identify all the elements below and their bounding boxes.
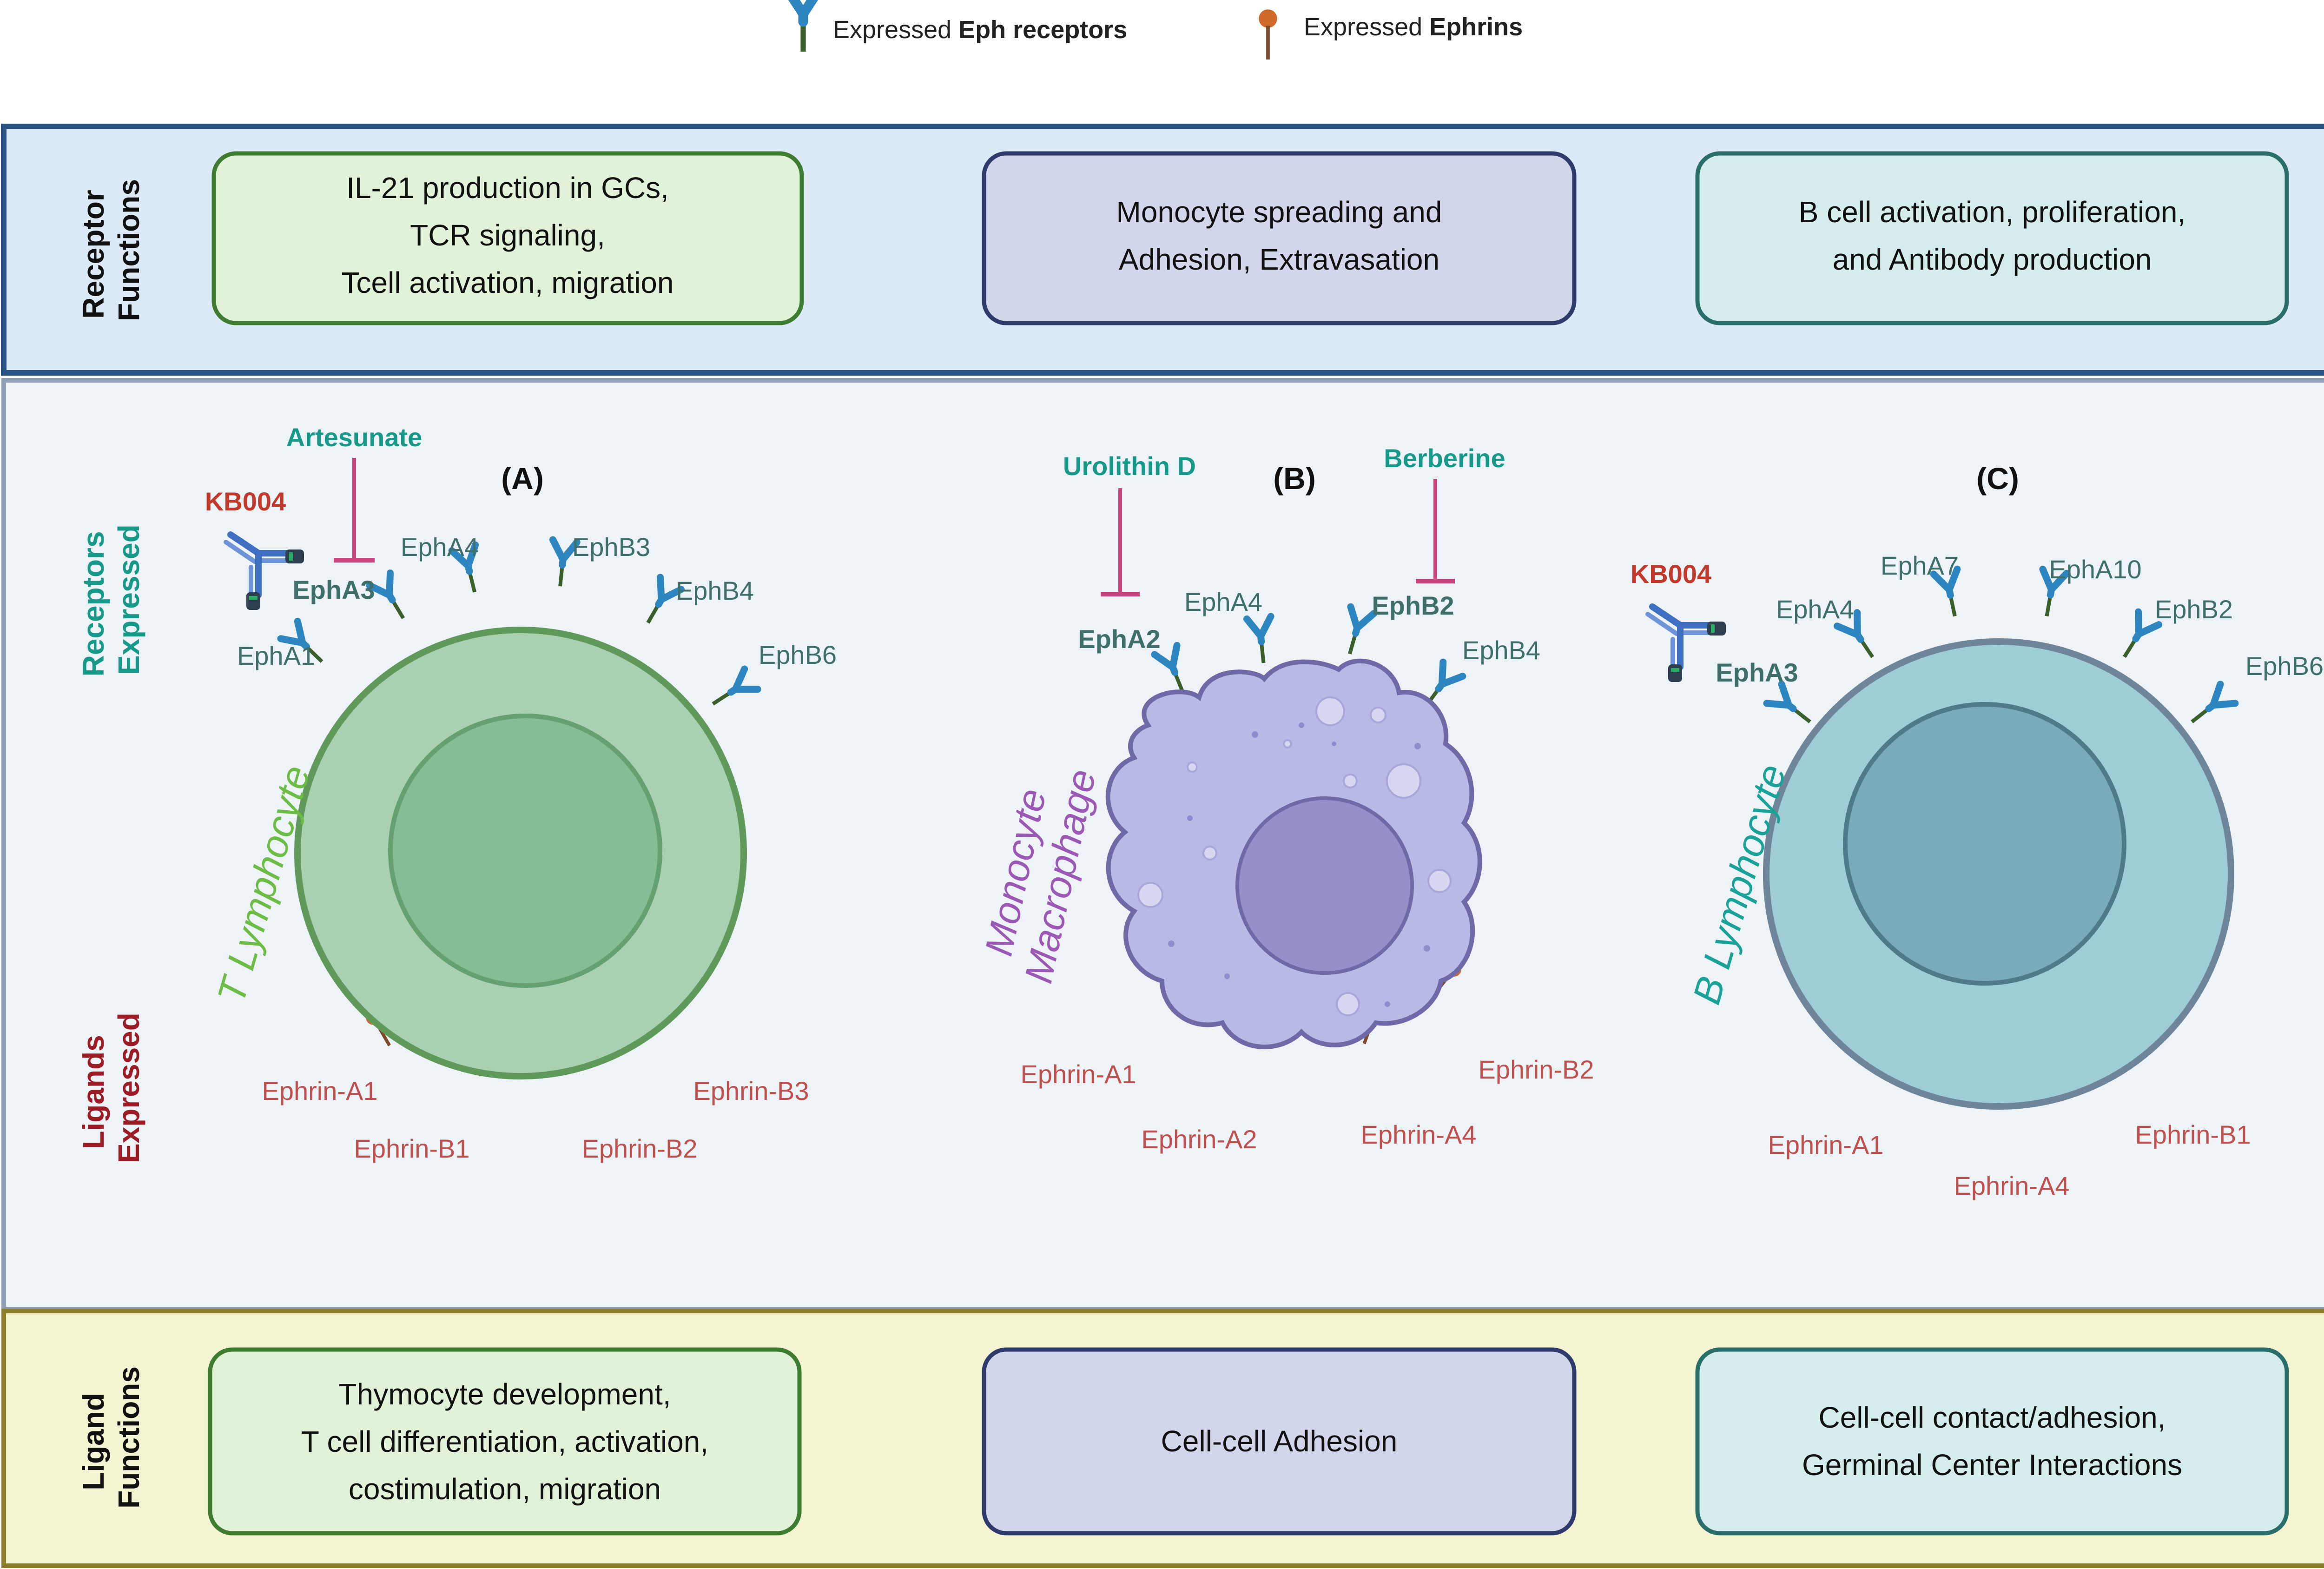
- label-ephb4-b: EphB4: [1462, 636, 1540, 665]
- svg-text:IL-21 production in GCs,: IL-21 production in GCs,: [346, 171, 669, 205]
- label-ephb6: EphB6: [759, 640, 837, 669]
- label-ephrin-a1-c: Ephrin-A1: [1768, 1130, 1883, 1159]
- label-epha7: EphA7: [1881, 551, 1959, 580]
- label-epha3: EphA3: [292, 575, 375, 604]
- label-kb004-a: KB004: [205, 487, 286, 516]
- label-epha4-c: EphA4: [1776, 595, 1854, 624]
- label-epha3-c: EphA3: [1716, 658, 1798, 687]
- ligand-function-t-cell: Thymocyte development, T cell differenti…: [208, 1347, 802, 1536]
- svg-text:TCR signaling,: TCR signaling,: [410, 218, 605, 252]
- artesunate-inhibit-bar: [334, 458, 375, 563]
- label-ephrin-a2: Ephrin-A2: [1141, 1125, 1257, 1154]
- urolithin-d-inhibit-bar: [1101, 488, 1140, 596]
- ligands-expressed-label: Ligands Expressed: [77, 1013, 145, 1163]
- label-ephrin-a1-b: Ephrin-A1: [1020, 1059, 1136, 1089]
- b-cell-nucleus: [1843, 702, 2126, 986]
- label-kb004-c: KB004: [1631, 559, 1711, 589]
- svg-text:and Antibody production: and Antibody production: [1833, 243, 2152, 276]
- label-ephrin-a4-c: Ephrin-A4: [1954, 1171, 2069, 1200]
- berberine-inhibit-bar: [1416, 479, 1455, 583]
- ligand-function-b-cell: Cell-cell contact/adhesion, Germinal Cen…: [1695, 1347, 2289, 1536]
- label-ephb4: EphB4: [676, 576, 754, 605]
- receptor-function-b-cell: B cell activation, proliferation, and An…: [1695, 151, 2289, 325]
- ligand-functions-label: Ligand Functions: [77, 1366, 145, 1509]
- panel-letter-a: (A): [501, 461, 544, 496]
- panel-letter-c: (C): [1976, 461, 2019, 496]
- macrophage-granules: [1168, 722, 1430, 1007]
- label-berberine: Berberine: [1384, 444, 1505, 473]
- label-ephb2: EphB2: [1372, 591, 1454, 620]
- svg-text:Germinal Center Interactions: Germinal Center Interactions: [1802, 1448, 2182, 1482]
- label-epha4: EphA4: [401, 532, 479, 562]
- svg-text:Monocyte spreading and: Monocyte spreading and: [1116, 195, 1442, 229]
- macrophage-name: Monocyte Macrophage: [973, 756, 1104, 987]
- label-ephb3: EphB3: [572, 532, 650, 562]
- panel-c-b-lymphocyte: (C) B Lymphocyte EphA3 EphA4 EphA7 EphA1…: [1631, 461, 2324, 1200]
- macrophage-nucleus: [1235, 796, 1414, 975]
- label-ephrin-b2-b: Ephrin-B2: [1478, 1055, 1594, 1084]
- legend-receptor-icon: [786, 0, 820, 52]
- label-ephrin-a1: Ephrin-A1: [262, 1076, 377, 1106]
- label-epha4-b: EphA4: [1184, 587, 1262, 616]
- label-ephb6-c: EphB6: [2245, 651, 2324, 681]
- label-epha1: EphA1: [237, 641, 315, 670]
- receptor-function-t-cell: IL-21 production in GCs, TCR signaling, …: [211, 151, 804, 325]
- receptor-functions-label: Receptor Functions: [77, 179, 145, 321]
- label-ephb2-c: EphB2: [2155, 595, 2233, 624]
- label-ephrin-b3: Ephrin-B3: [693, 1076, 809, 1106]
- label-epha10: EphA10: [2049, 555, 2141, 584]
- svg-text:Cell-cell Adhesion: Cell-cell Adhesion: [1161, 1424, 1398, 1458]
- label-ephrin-b1: Ephrin-B1: [354, 1134, 469, 1163]
- svg-text:Tcell activation, migration: Tcell activation, migration: [342, 266, 674, 299]
- legend-receptor-label: Expressed Eph receptors: [833, 16, 1127, 44]
- macrophage-vesicles: [1137, 696, 1452, 1016]
- svg-text:T cell differentiation, activa: T cell differentiation, activation,: [301, 1425, 708, 1458]
- receptor-function-monocyte: Monocyte spreading and Adhesion, Extrava…: [982, 151, 1577, 325]
- legend: Expressed Eph receptors Expressed Ephrin…: [786, 0, 1523, 60]
- label-ephrin-b1-c: Ephrin-B1: [2135, 1120, 2251, 1149]
- svg-text:Thymocyte development,: Thymocyte development,: [339, 1377, 671, 1411]
- svg-text:Adhesion, Extravasation: Adhesion, Extravasation: [1119, 243, 1439, 276]
- panel-b-monocyte-macrophage: (B): [973, 444, 1594, 1154]
- receptors-expressed-label: Receptors Expressed: [77, 523, 145, 677]
- label-artesunate: Artesunate: [286, 423, 423, 452]
- label-ephrin-b2: Ephrin-B2: [581, 1134, 697, 1163]
- t-cell-nucleus: [388, 714, 662, 988]
- legend-ephrin-icon: [1259, 9, 1277, 60]
- svg-text:B cell activation, proliferati: B cell activation, proliferation,: [1799, 195, 2185, 229]
- label-epha2: EphA2: [1078, 624, 1160, 654]
- panel-letter-b: (B): [1273, 461, 1316, 496]
- svg-text:costimulation, migration: costimulation, migration: [349, 1472, 661, 1506]
- label-ephrin-a4-b: Ephrin-A4: [1360, 1120, 1476, 1149]
- ligand-function-monocyte: Cell-cell Adhesion: [982, 1347, 1577, 1536]
- svg-text:Cell-cell contact/adhesion,: Cell-cell contact/adhesion,: [1818, 1401, 2166, 1434]
- label-urolithin-d: Urolithin D: [1063, 451, 1196, 481]
- legend-ephrin-label: Expressed Ephrins: [1304, 13, 1523, 41]
